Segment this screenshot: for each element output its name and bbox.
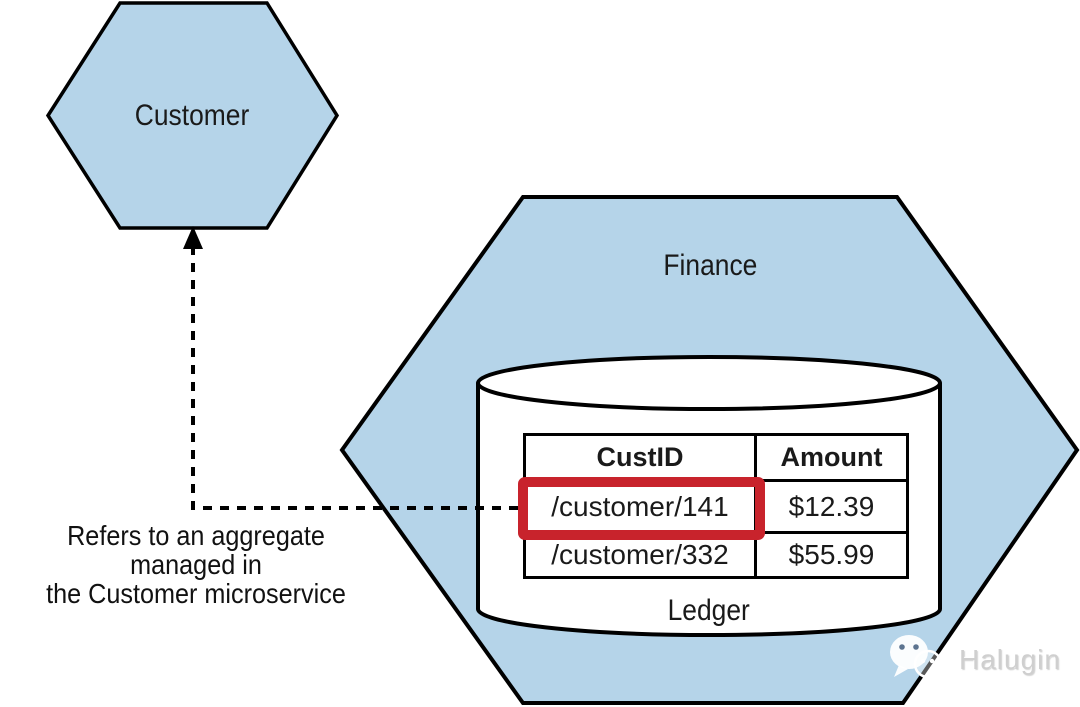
wechat-icon: [890, 635, 943, 682]
ledger-table-row: /customer/141 $12.39: [523, 479, 909, 534]
amount-header-cell: Amount: [754, 433, 909, 482]
ledger-table-header-row: CustID Amount: [523, 433, 909, 482]
ledger-table-row: /customer/332 $55.99: [523, 531, 909, 579]
arrowhead-icon: [183, 226, 203, 249]
watermark: Halugin: [885, 630, 1061, 690]
custid-cell: /customer/332: [523, 531, 757, 579]
database-label: Ledger: [667, 594, 751, 627]
customer-hexagon-label: Customer: [135, 99, 250, 132]
amount-cell: $12.39: [754, 479, 909, 534]
annotation-text: Refers to an aggregate managed in the Cu…: [46, 520, 346, 609]
watermark-label: Halugin: [959, 644, 1061, 675]
dashed-reference-arrow: [191, 249, 518, 510]
finance-hexagon-label: Finance: [663, 249, 757, 282]
amount-cell: $55.99: [754, 531, 909, 579]
custid-cell: /customer/141: [523, 479, 757, 534]
ledger-table: CustID Amount /customer/141 $12.39 /cust…: [523, 433, 909, 579]
custid-header-cell: CustID: [523, 433, 757, 482]
